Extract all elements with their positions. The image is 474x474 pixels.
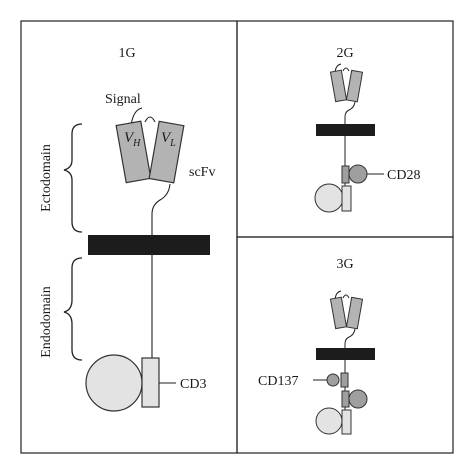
g2-cd3-domain bbox=[341, 185, 352, 212]
vl-domain bbox=[148, 120, 185, 184]
scfv-label: scFv bbox=[189, 165, 215, 180]
vl-label: VL bbox=[161, 130, 176, 149]
g3-cd28-circle bbox=[348, 389, 368, 409]
g3-vh-domain bbox=[329, 296, 348, 330]
vh-label: VH bbox=[124, 130, 141, 149]
g3-cd3-circle bbox=[315, 407, 343, 435]
vh-vl-linker bbox=[144, 116, 156, 123]
g2-cd28-label: CD28 bbox=[387, 168, 420, 183]
g3-linker bbox=[342, 294, 350, 299]
g2-vl-domain bbox=[345, 69, 364, 103]
g3-transmembrane-bar bbox=[316, 348, 375, 360]
g3-cd3-domain bbox=[341, 409, 352, 435]
cd3-label: CD3 bbox=[180, 377, 206, 392]
g3-cd28-domain bbox=[341, 390, 350, 408]
panel-3g-frame bbox=[236, 236, 454, 454]
ectodomain-brace bbox=[63, 123, 83, 233]
g3-cd137-domain bbox=[340, 372, 349, 388]
panel-3g-title: 3G bbox=[336, 257, 353, 272]
cd3-domain bbox=[141, 357, 160, 408]
ectodomain-label: Ectodomain bbox=[39, 144, 54, 212]
panel-1g-title: 1G bbox=[118, 46, 135, 61]
g2-cd3-circle bbox=[314, 183, 344, 213]
g2-stalk bbox=[344, 101, 356, 190]
g3-cd137-label: CD137 bbox=[258, 374, 298, 389]
g3-stalk bbox=[344, 328, 356, 418]
g3-cd137-circle bbox=[326, 373, 340, 387]
panel-2g-title: 2G bbox=[336, 46, 353, 61]
endodomain-brace bbox=[63, 257, 83, 361]
cd3-zeta-circle bbox=[85, 354, 143, 412]
g2-cd28-circle bbox=[348, 164, 368, 184]
hinge-line bbox=[151, 183, 171, 360]
endodomain-label: Endodomain bbox=[39, 286, 54, 358]
g2-linker bbox=[342, 67, 350, 72]
g2-vh-domain bbox=[329, 69, 348, 103]
g3-vl-domain bbox=[345, 296, 364, 330]
signal-label: Signal bbox=[105, 92, 141, 107]
g2-cd28-domain bbox=[341, 165, 350, 184]
transmembrane-bar bbox=[88, 235, 210, 255]
g2-transmembrane-bar bbox=[316, 124, 375, 136]
vh-domain bbox=[115, 120, 152, 184]
